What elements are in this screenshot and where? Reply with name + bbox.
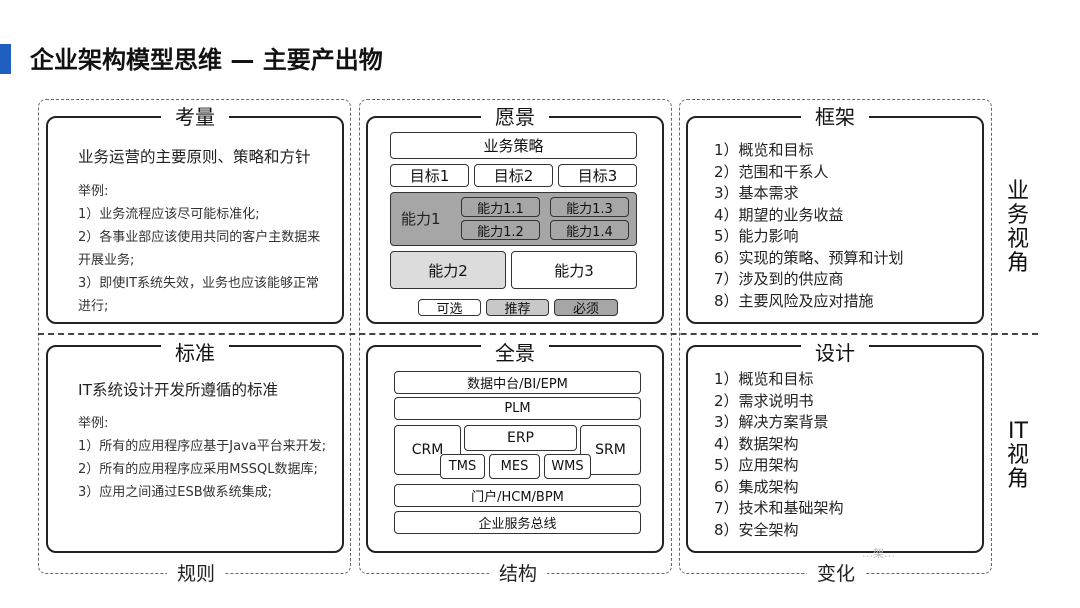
panel-kaoliang [46,116,344,324]
list-item: 8）主要风险及应对措施 [714,291,874,310]
title-accent-bar [0,44,11,74]
goal-box: 目标2 [474,164,553,187]
example-label: 举例: [78,416,109,431]
business-strategy-box: 业务策略 [390,132,637,159]
list-item: 2）范围和干系人 [714,162,829,181]
side-label-it: IT视角 [1006,419,1029,492]
legend-required: 必须 [554,299,618,317]
list-item: 1）概览和目标 [714,370,814,388]
list-item: 2）需求说明书 [714,391,814,410]
side-label-business: 业务视角 [1006,179,1029,276]
kaoliang-lead: 业务运营的主要原则、策略和方针 [78,148,311,166]
list-item: 4）数据架构 [714,434,799,453]
example-label: 举例: [78,184,109,199]
list-item: 7）涉及到的供应商 [714,270,844,288]
list-item: 8）安全架构 [714,520,799,539]
biaozhun-lead: IT系统设计开发所遵循的标准 [78,381,279,399]
footer-change: 变化 [806,562,866,586]
capability3-box: 能力3 [511,251,637,289]
list-item: 3）解决方案背景 [714,413,829,431]
goal-box: 目标3 [558,164,637,187]
legend-optional: 可选 [418,299,481,317]
sub-capability-box: 能力1.4 [550,220,629,240]
list-item: 6）集成架构 [714,477,799,496]
capability2-box: 能力2 [390,251,506,289]
system-erp: ERP [464,425,577,451]
watermark: …架… [862,547,895,560]
view-divider [38,333,1038,335]
footer-structure: 结构 [488,562,548,586]
kaoliang-examples: 举例: 1）业务流程应该尽可能标准化; 2）各事业部应该使用共同的客户主数据来开… [78,180,340,318]
footer-rules: 规则 [166,562,226,586]
panel-title-quanjing: 全景 [481,341,549,365]
system-tms: TMS [440,454,485,479]
sub-capability-box: 能力1.2 [461,220,540,240]
panel-title-kaoliang: 考量 [161,105,229,129]
example-item: 3）应用之间通过ESB做系统集成; [78,485,273,500]
kuangjia-list: 1）概览和目标 2）范围和干系人 3）基本需求 4）期望的业务收益 5）能力影响… [714,140,904,312]
list-item: 5）能力影响 [714,227,799,245]
sheji-list: 1）概览和目标 2）需求说明书 3）解决方案背景 4）数据架构 5）应用架构 6… [714,369,844,541]
page-title: 企业架构模型思维 — 主要产出物 [30,46,383,74]
legend-recommended: 推荐 [486,299,549,317]
panel-title-kuangjia: 框架 [801,105,869,129]
layer-esb: 企业服务总线 [394,511,641,534]
list-item: 6）实现的策略、预算和计划 [714,248,904,267]
layer-portal: 门户/HCM/BPM [394,484,641,507]
panel-title-yuanjing: 愿景 [481,105,549,129]
example-item: 1）所有的应用程序应基于Java平台来开发; [78,439,327,454]
goal-box: 目标1 [390,164,469,187]
layer-plm: PLM [394,397,641,420]
sub-capability-box: 能力1.3 [550,197,629,217]
panel-title-biaozhun: 标准 [161,341,229,365]
biaozhun-examples: 举例: 1）所有的应用程序应基于Java平台来开发; 2）所有的应用程序应采用M… [78,412,340,504]
sub-capability-box: 能力1.1 [461,197,540,217]
example-item: 3）即使IT系统失效，业务也应该能够正常进行; [78,276,320,314]
panel-title-sheji: 设计 [801,341,869,365]
example-item: 2）所有的应用程序应采用MSSQL数据库; [78,462,318,477]
example-item: 1）业务流程应该尽可能标准化; [78,207,260,222]
list-item: 5）应用架构 [714,456,799,474]
list-item: 1）概览和目标 [714,141,814,159]
layer-data-platform: 数据中台/BI/EPM [394,371,641,394]
system-mes: MES [489,454,540,479]
list-item: 4）期望的业务收益 [714,205,844,224]
system-wms: WMS [544,454,591,479]
example-item: 2）各事业部应该使用共同的客户主数据来开展业务; [78,230,321,268]
capability1-label: 能力1 [401,210,441,228]
list-item: 7）技术和基础架构 [714,499,844,517]
list-item: 3）基本需求 [714,184,799,202]
